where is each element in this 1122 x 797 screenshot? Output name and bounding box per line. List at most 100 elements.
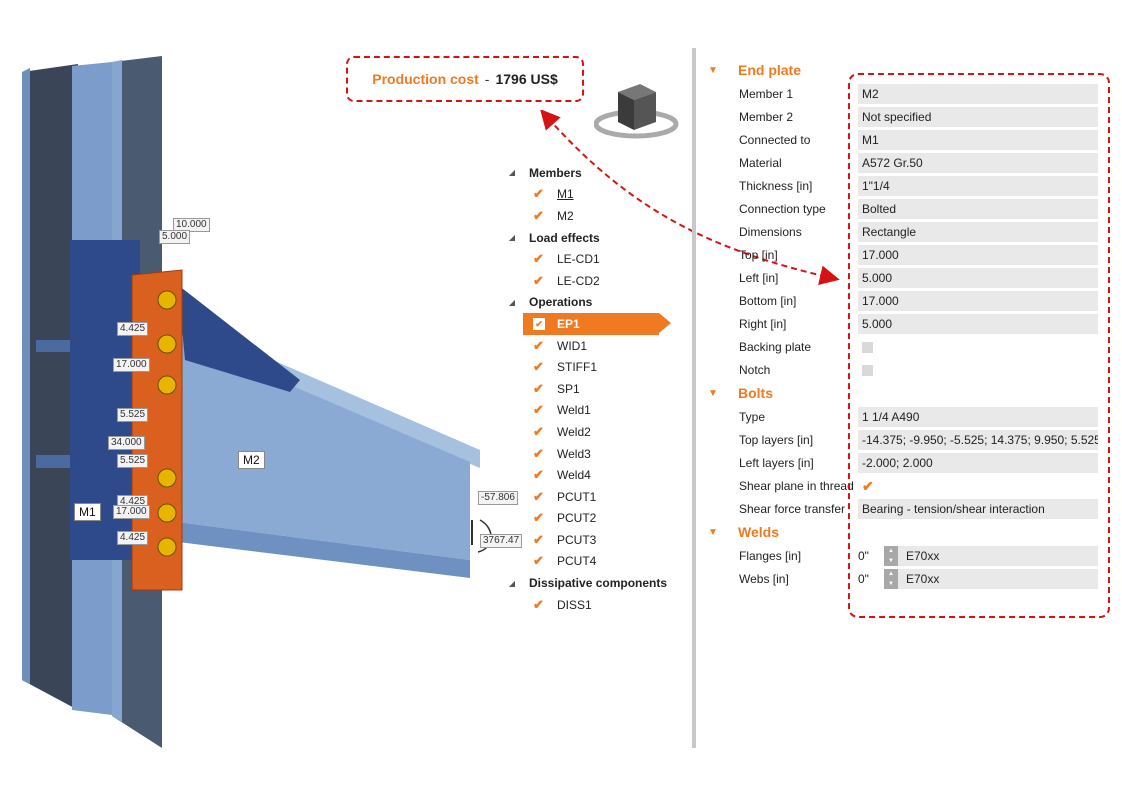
notch-checkbox[interactable] [862,364,873,376]
check-icon[interactable]: ✔ [533,531,544,547]
member-label-m2[interactable]: M2 [238,451,265,469]
prop-left-layers: Left layers [in]-2.000; 2.000 [708,451,1108,474]
prop-value[interactable]: -14.375; -9.950; -5.525; 14.375; 9.950; … [858,429,1098,450]
prop-value[interactable]: M2 [858,83,1098,104]
prop-notch: Notch [708,358,1108,381]
model-viewport[interactable]: 10.000 5.000 4.425 17.000 5.525 34.000 5… [0,0,530,792]
tree-item-le-cd1[interactable]: ✔ LE-CD1 [505,248,685,270]
panel-splitter[interactable] [692,48,696,748]
spinner-icon[interactable]: ▲▼ [884,568,898,589]
prop-value[interactable]: -2.000; 2.000 [858,452,1098,473]
prop-dimensions: Dimensions Rectangle [708,220,1108,243]
weld-size[interactable]: 0" [858,571,869,586]
check-icon[interactable]: ✔ [533,186,544,202]
expand-triangle-icon[interactable]: ▼ [708,526,718,538]
check-icon[interactable]: ✔ [533,510,544,526]
backing-plate-checkbox[interactable] [862,341,873,353]
weld-size[interactable]: 0" [858,548,869,563]
tree-item-ep1[interactable]: ✔ EP1 [505,313,685,335]
connection-3d-view [22,56,492,748]
tree-group-members[interactable]: ◢ Members [505,162,685,184]
check-icon[interactable]: ✔ [533,359,544,375]
prop-label: Thickness [in] [739,178,813,193]
spinner-icon[interactable]: ▲▼ [884,545,898,566]
weld-material[interactable]: E70xx [898,545,1098,566]
tree-item-sp1[interactable]: ✔SP1 [505,378,685,400]
prop-shear-plane: Shear plane in thread✔ [708,474,1108,497]
collapse-arrow-icon[interactable]: ◢ [508,297,516,307]
prop-value[interactable]: 5.000 [858,313,1098,334]
prop-value[interactable]: Bearing - tension/shear interaction [858,498,1098,519]
check-icon[interactable]: ✔ [533,272,544,288]
flanges-weld-input[interactable]: 0" ▲▼ E70xx [858,545,1098,566]
tree-item-label: PCUT1 [557,489,597,504]
weld-material[interactable]: E70xx [898,568,1098,589]
tree-item-stiff1[interactable]: ✔STIFF1 [505,356,685,378]
check-icon[interactable]: ✔ [533,553,544,569]
tree-item-label: M1 [557,187,574,202]
tree-item-pcut4[interactable]: ✔ PCUT4 [505,551,685,573]
dim-label: 34.000 [108,436,145,450]
tree-item-label: EP1 [557,316,580,331]
section-end-plate[interactable]: ▼ End plate [708,58,1108,82]
tree-item-m1[interactable]: ✔ M1 [505,184,685,206]
check-icon[interactable]: ✔ [533,596,544,612]
prop-value[interactable]: A572 Gr.50 [858,152,1098,173]
check-icon[interactable]: ✔ [533,207,544,223]
expand-triangle-icon[interactable]: ▼ [708,387,718,399]
prop-label: Member 1 [739,86,794,101]
tree-group-label: Load effects [529,230,600,245]
check-icon[interactable]: ✔ [533,317,545,330]
tree-item-le-cd2[interactable]: ✔ LE-CD2 [505,270,685,292]
tree-item-m2[interactable]: ✔ M2 [505,205,685,227]
section-bolts[interactable]: ▼ Bolts [708,381,1108,405]
prop-value[interactable]: 1"1/4 [858,175,1098,196]
check-icon[interactable]: ✔ [533,423,544,439]
check-icon[interactable]: ✔ [533,402,544,418]
prop-value[interactable]: Bolted [858,198,1098,219]
tree-item-weld1[interactable]: ✔Weld1 [505,400,685,422]
tree-item-label: PCUT4 [557,554,597,569]
tree-item-label: PCUT3 [557,532,597,547]
tree-group-dissipative[interactable]: ◢ Dissipative components [505,572,685,594]
dim-label: 17.000 [113,505,150,519]
collapse-arrow-icon[interactable]: ◢ [508,578,516,588]
prop-value[interactable]: Rectangle [858,221,1098,242]
prop-value[interactable]: M1 [858,129,1098,150]
check-icon[interactable]: ✔ [533,337,544,353]
check-icon[interactable]: ✔ [533,380,544,396]
tree-group-operations[interactable]: ◢ Operations [505,292,685,314]
check-icon[interactable]: ✔ [533,467,544,483]
check-icon[interactable]: ✔ [533,488,544,504]
shear-plane-checkbox[interactable]: ✔ [862,477,874,494]
check-icon[interactable]: ✔ [533,251,544,267]
member-label-m1[interactable]: M1 [74,503,101,521]
prop-value[interactable]: Not specified [858,106,1098,127]
prop-value[interactable]: 5.000 [858,267,1098,288]
prop-value[interactable]: 1 1/4 A490 [858,406,1098,427]
webs-weld-input[interactable]: 0" ▲▼ E70xx [858,568,1098,589]
expand-triangle-icon[interactable]: ▼ [708,64,718,76]
tree-item-pcut1[interactable]: ✔ PCUT1 [505,486,685,508]
tree-item-pcut2[interactable]: ✔PCUT2 [505,508,685,530]
tree-item-weld4[interactable]: ✔Weld4 [505,464,685,486]
production-cost-label: Production cost [372,71,479,87]
tree-item-wid1[interactable]: ✔WID1 [505,335,685,357]
selection-pointer [659,313,671,334]
prop-value[interactable]: 17.000 [858,290,1098,311]
prop-label: Connection type [739,201,826,216]
check-icon[interactable]: ✔ [533,445,544,461]
project-tree: ◢ Members ✔ M1 ✔ M2 ◢ Load effects ✔ LE-… [505,162,685,615]
tree-item-diss1[interactable]: ✔DISS1 [505,594,685,616]
collapse-arrow-icon[interactable]: ◢ [508,168,516,178]
tree-item-pcut3[interactable]: ✔ PCUT3 [505,529,685,551]
tree-item-weld2[interactable]: ✔Weld2 [505,421,685,443]
tree-item-weld3[interactable]: ✔Weld3 [505,443,685,465]
prop-label: Dimensions [739,224,802,239]
section-welds[interactable]: ▼ Welds [708,520,1108,544]
collapse-arrow-icon[interactable]: ◢ [508,233,516,243]
tree-group-load-effects[interactable]: ◢ Load effects [505,227,685,249]
prop-value[interactable]: 17.000 [858,244,1098,265]
